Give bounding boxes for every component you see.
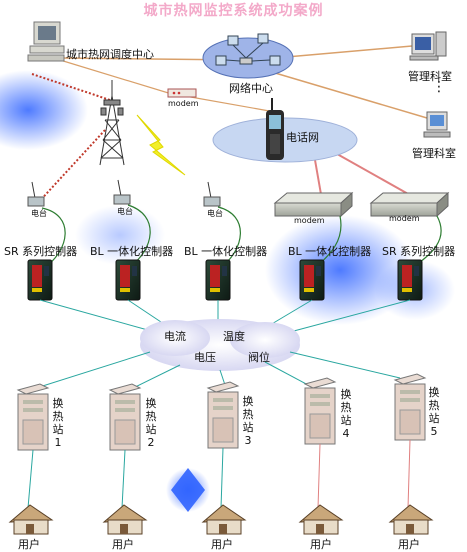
radio-unit-icon [27,181,45,207]
controller-label: SR 系列控制器 [382,245,456,258]
station-label: 换热站4 [340,388,352,440]
radio-unit-icon [113,179,131,205]
controller-label: BL 一体化控制器 [90,245,174,258]
station-label: 换热站5 [428,386,440,438]
controller-label: BL 一体化控制器 [288,245,372,258]
station-to-user-lines [27,439,411,509]
radio-label: 电台 [207,209,223,218]
radio-label: 电台 [117,207,133,216]
mgmt-computer-icon [423,111,451,138]
station-label: 换热站3 [242,395,254,447]
controller-device [115,259,141,301]
cloud-label-current: 电流 [164,330,186,343]
mgmt-office-label: 管理科室 [412,147,456,160]
diagram-title: 城市热网监控系统成功案例 [143,3,324,19]
dispatch-center-label: 城市热网调度中心 [66,48,154,61]
controller-device [205,259,231,301]
signal-cloud [140,319,300,371]
controller-device [397,259,423,301]
heat-station-server [108,383,142,451]
modem-label: modem [389,214,420,223]
house-icon [388,504,434,535]
cloud-to-station-lines [29,351,401,393]
cloud-label-voltage: 电压 [194,351,216,364]
radio-label: 电台 [31,209,47,218]
modem-device-icon [369,191,450,218]
mgmt-office-label: 管理科室 [408,70,452,83]
controller-device [27,259,53,301]
heat-station-server [206,381,240,449]
mgmt-computer-icon [409,31,447,61]
ellipsis-dots: ⋮ [432,79,446,95]
house-icon [298,504,344,535]
controller-label: BL 一体化控制器 [184,245,268,258]
cloud-label-temperature: 温度 [223,330,245,343]
modem-device-icon [273,191,354,218]
radio-unit-icon [203,181,221,207]
network-center-icon [202,33,294,79]
controller-label: SR 系列控制器 [4,245,78,258]
modem-label: modem [294,216,325,225]
user-label: 用户 [18,538,40,551]
phone-network-icon [212,98,358,163]
station-label: 换热站2 [145,397,157,449]
cloud-label-valve: 阀位 [248,351,270,364]
radio-tower-icon [99,80,125,166]
controller-device [299,259,325,301]
small-modem-icon [167,88,197,98]
user-label: 用户 [398,538,420,551]
heat-station-server [16,383,50,451]
user-label: 用户 [310,538,332,551]
network-center-label: 网络中心 [229,82,273,95]
house-icon [8,504,54,535]
modem-label: modem [168,99,199,108]
dispatch-computer-icon [27,21,65,62]
station-label: 换热站1 [52,397,64,449]
user-label: 用户 [211,538,233,551]
heat-station-server [303,377,337,445]
controller-to-cloud-lines [39,299,411,333]
user-label: 用户 [112,538,134,551]
house-icon [201,504,247,535]
house-icon [102,504,148,535]
phone-network-label: 电话网 [286,131,319,144]
radio-link-lightning [136,114,186,176]
heat-station-server [393,373,427,441]
